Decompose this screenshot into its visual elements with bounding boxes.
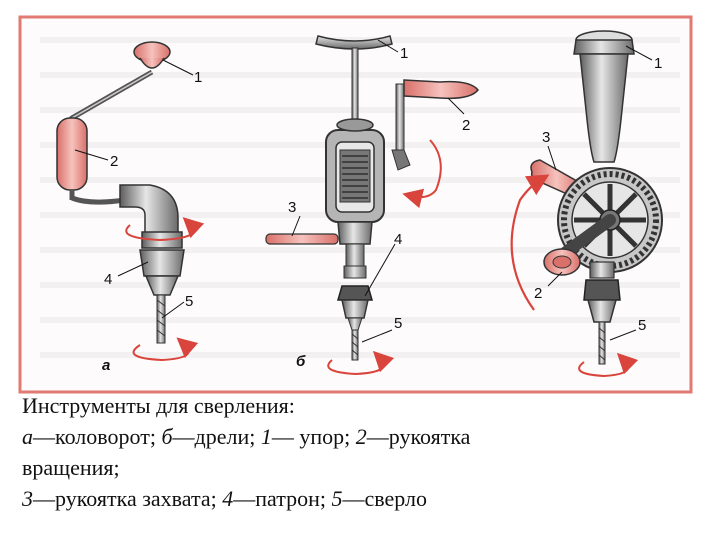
breast-drill-callout-2: 2 bbox=[534, 285, 542, 302]
breast-drill-callout-3: 3 bbox=[542, 129, 550, 146]
breast-drill-callout-1: 1 bbox=[654, 55, 662, 72]
caption-key-5: 5 bbox=[331, 486, 343, 511]
caption-line-3: вращения; bbox=[22, 455, 120, 480]
caption-key-a: а bbox=[22, 424, 33, 449]
brace-callout-1: 1 bbox=[194, 69, 202, 86]
caption-key-4: 4 bbox=[222, 486, 234, 511]
hand-drill-letter-b: б bbox=[296, 353, 306, 370]
caption-text-a: —коловорот; bbox=[33, 424, 162, 449]
figure-caption: Инструменты для сверления: а—коловорот; … bbox=[22, 390, 712, 514]
brace-letter-a: а bbox=[102, 357, 110, 374]
caption-title: Инструменты для сверления: bbox=[22, 393, 295, 418]
hand-drill-callout-2: 2 bbox=[462, 117, 470, 134]
caption-line-2: а—коловорот; б—дрели; 1— упор; 2—рукоятк… bbox=[22, 421, 712, 452]
caption-text-2: —рукоятка bbox=[366, 424, 471, 449]
caption-key-1: 1 bbox=[260, 424, 272, 449]
hand-drill-callout-3: 3 bbox=[288, 199, 296, 216]
breast-drill-tool bbox=[510, 30, 663, 378]
breast-drill-callout-5: 5 bbox=[638, 317, 646, 334]
caption-key-2: 2 bbox=[355, 424, 367, 449]
caption-key-b: б bbox=[161, 424, 173, 449]
caption-text-5: —сверло bbox=[342, 486, 427, 511]
hand-drill-tool bbox=[265, 35, 479, 376]
brace-tool bbox=[56, 41, 205, 362]
caption-line-4: 3—рукоятка захвата; 4—патрон; 5—сверло bbox=[22, 483, 712, 514]
caption-text-1: — упор; bbox=[271, 424, 356, 449]
brace-callout-2: 2 bbox=[110, 153, 118, 170]
brace-callout-4: 4 bbox=[104, 271, 112, 288]
hand-drill-callout-5: 5 bbox=[394, 315, 402, 332]
caption-key-3: 3 bbox=[22, 486, 33, 511]
brace-callout-5: 5 bbox=[185, 293, 193, 310]
hand-drill-callout-1: 1 bbox=[400, 45, 408, 62]
caption-text-3: —рукоятка захвата; bbox=[33, 486, 223, 511]
caption-text-4: —патрон; bbox=[233, 486, 332, 511]
hand-drill-callout-4: 4 bbox=[394, 231, 402, 248]
drilling-tools-illustration: 1 2 4 5 а bbox=[18, 15, 693, 394]
caption-text-b: —дрели; bbox=[172, 424, 261, 449]
